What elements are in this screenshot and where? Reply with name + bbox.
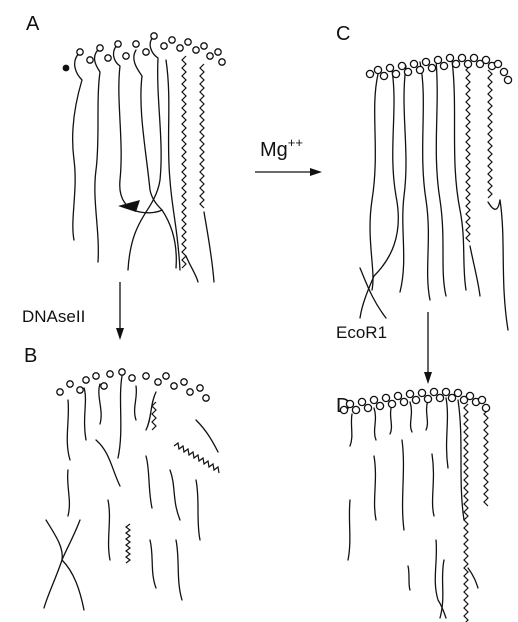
panel-a-dark-bead — [63, 65, 70, 72]
panel-a-supercoil-2 — [200, 64, 204, 208]
panel-c-strand-3 — [400, 66, 406, 292]
panel-b-frag-2 — [84, 388, 86, 440]
panel-b-frag-12 — [196, 480, 200, 540]
panel-b-frag-3 — [99, 384, 101, 424]
panel-c-strand-1 — [370, 74, 378, 290]
panel-b-frag-9 — [68, 470, 70, 516]
panel-d-frag-1 — [350, 414, 352, 446]
panel-a-supercoil-1 — [182, 56, 186, 268]
panel-a-supercoil-2-tail — [204, 212, 214, 282]
panel-b-frag-8 — [96, 440, 120, 486]
panel-c-supercoil-1 — [466, 66, 470, 242]
panel-d-frag-9 — [432, 454, 434, 516]
panel-a-pointer-arrow — [118, 200, 140, 212]
panel-a-loop-6 — [166, 60, 180, 270]
mg-arrow-head — [310, 168, 322, 176]
mg-treatment: Mg++ — [255, 135, 322, 176]
panel-b-frag-16 — [150, 540, 156, 588]
panel-c-strand-8 — [500, 200, 508, 330]
panel-d-supercoil-2 — [484, 406, 488, 506]
panel-b-label: B — [24, 345, 37, 367]
panel-b-frag-1 — [67, 400, 70, 460]
panel-d-frag-7 — [374, 456, 376, 520]
panel-c-strand-4 — [420, 62, 430, 300]
ecor1-arrow-head — [424, 372, 432, 384]
panel-b-frag-13 — [46, 520, 84, 610]
ecor1-treatment: EcoR1 — [336, 312, 432, 384]
panel-c-strand-5 — [436, 60, 446, 296]
panel-c-strand-6 — [452, 60, 466, 290]
panel-b-frag-4 — [118, 376, 122, 458]
mg-label: Mg++ — [260, 135, 303, 161]
panel-d-frag-4 — [410, 402, 412, 432]
ecor1-label: EcoR1 — [336, 323, 387, 342]
dnase-treatment: DNAseII — [22, 282, 124, 340]
panel-b-beads — [57, 369, 209, 401]
panel-d-frag-12 — [435, 540, 446, 618]
panel-b-frag-17 — [176, 540, 182, 600]
panel-d-frag-14 — [458, 400, 464, 520]
panel-b-supercoil-2 — [174, 443, 219, 473]
panel-d: D — [336, 388, 490, 622]
panel-c: C — [336, 23, 512, 330]
panel-a-loop-2 — [95, 48, 100, 262]
panel-a: A — [26, 13, 225, 282]
panel-d-frag-8 — [402, 440, 404, 530]
panel-b-frag-14 — [44, 520, 80, 608]
panel-d-beads — [340, 388, 489, 413]
panel-a-crossing — [140, 210, 176, 268]
panel-d-supercoil-1 — [464, 404, 468, 622]
panel-a-label: A — [26, 13, 40, 35]
panel-a-beads — [63, 33, 226, 72]
panel-c-supercoil-2-tail — [488, 200, 500, 209]
panel-b-frag-15 — [108, 500, 110, 560]
panel-a-loop-3 — [114, 44, 140, 212]
panel-b-frag-5 — [135, 386, 137, 420]
panel-b-supercoil-1 — [152, 402, 156, 430]
panel-d-frag-11 — [408, 566, 410, 590]
panel-d-frag-2 — [374, 408, 376, 440]
panel-d-frag-3 — [390, 404, 392, 434]
panel-d-frag-5 — [426, 400, 428, 430]
panel-a-loop-5 — [128, 36, 161, 270]
panel-c-supercoil-2 — [488, 70, 492, 198]
panel-d-frag-6 — [446, 398, 448, 468]
panel-c-label: C — [336, 23, 350, 45]
panel-a-supercoil-1-tail — [186, 256, 198, 282]
panel-b-frag-10 — [146, 456, 152, 508]
panel-a-loop-1 — [73, 52, 82, 240]
dnase-arrow-head — [116, 328, 124, 340]
dnase-label: DNAseII — [22, 307, 85, 326]
panel-d-supercoil-1-tail — [468, 568, 478, 588]
panel-b-supercoil-3 — [126, 524, 130, 563]
panel-c-supercoil-1-tail — [470, 246, 480, 296]
panel-b: B — [24, 345, 219, 610]
panel-b-frag-7 — [196, 420, 218, 452]
panel-b-frag-11 — [170, 470, 180, 520]
panel-d-frag-10 — [348, 500, 350, 560]
